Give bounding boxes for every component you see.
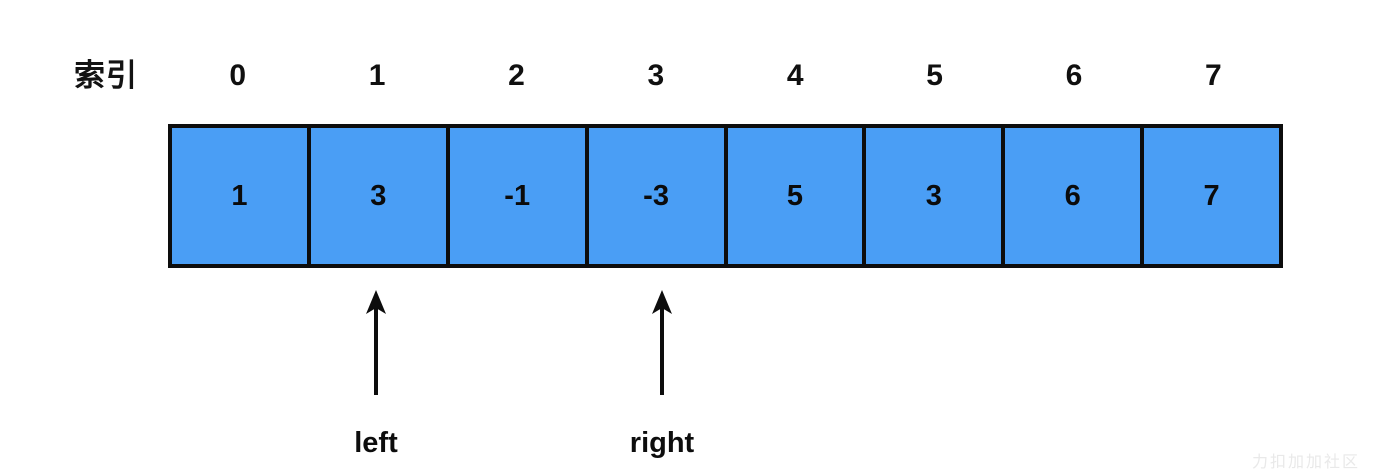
up-arrow-icon	[652, 290, 672, 395]
index-label-2: 2	[508, 59, 525, 92]
index-label-0: 0	[229, 59, 247, 92]
array-cell: 5	[727, 128, 867, 264]
index-label-6: 6	[1065, 59, 1083, 92]
index-label-5: 5	[926, 59, 943, 92]
pointer-left: left	[316, 288, 436, 460]
array-cell: 7	[1144, 128, 1279, 264]
array-container: 1 3 -1 -3 5 3 6 7	[168, 124, 1283, 268]
index-label-1: 1	[368, 59, 386, 92]
array-cell: 3	[866, 128, 1006, 264]
index-label-7: 7	[1204, 59, 1222, 92]
index-label-4: 4	[786, 59, 804, 92]
index-row-label: 索引	[74, 58, 138, 93]
array-cell: 6	[1005, 128, 1145, 264]
array-cell: -1	[449, 128, 589, 264]
index-header-row: 0 1 2 3 4 5 6 7	[168, 56, 1283, 96]
array-cell: -3	[588, 128, 728, 264]
watermark: 力扣加加社区	[1251, 454, 1360, 471]
array-cell: 3	[310, 128, 450, 264]
pointer-left-label: left	[354, 427, 398, 459]
array-cell: 1	[172, 128, 311, 264]
pointer-right-label: right	[629, 427, 695, 459]
pointer-right: right	[602, 288, 722, 460]
index-label-3: 3	[647, 59, 665, 92]
up-arrow-icon	[366, 290, 386, 395]
